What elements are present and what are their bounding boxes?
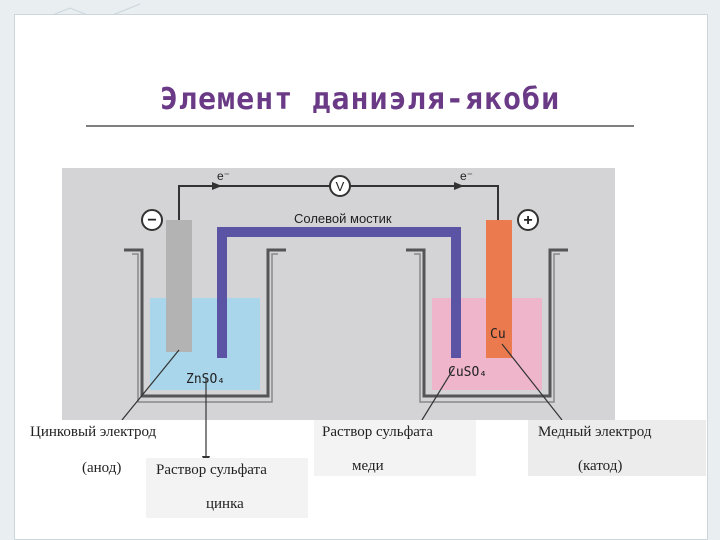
- plus-sign: +: [523, 212, 532, 229]
- zinc-electrode: [166, 220, 192, 352]
- copper-sulfate-label-box: [314, 420, 476, 476]
- cathode-label: (катод): [578, 458, 623, 474]
- copper-electrode: [486, 220, 512, 358]
- leader-copper-electrode: [501, 343, 563, 420]
- zinc-sulfate-label-line1: Раствор сульфата: [156, 462, 267, 478]
- voltmeter-label: V: [336, 179, 345, 194]
- copper-sulfate-label-line2: меди: [352, 458, 384, 474]
- minus-sign: −: [147, 212, 156, 229]
- copper-label: Cu: [490, 327, 506, 342]
- voltmeter: [329, 175, 351, 197]
- left-beaker: [124, 248, 286, 398]
- leader-copper-sulfate: [421, 367, 455, 420]
- zinc-electrode-label: Цинковый электрод: [30, 424, 157, 440]
- salt-bridge: [217, 227, 461, 358]
- zinc-sulfate-arrow: [202, 378, 210, 466]
- plus-terminal: [517, 209, 539, 231]
- salt-bridge-label: Солевой мостик: [294, 211, 392, 226]
- daniell-cell-diagram: V e⁻ e⁻ Солевой мостик − + ZnSO₄ CuSO₄ C…: [62, 168, 615, 420]
- copper-sulfate-label-line1: Раствор сульфата: [322, 424, 433, 440]
- copper-electrode-label: Медный электрод: [538, 424, 652, 440]
- right-beaker: [406, 248, 568, 398]
- zinc-sulfate-label-box: [146, 458, 308, 518]
- copper-electrode-label-box: [528, 420, 706, 476]
- minus-terminal: [141, 209, 163, 231]
- leader-zinc-electrode: [121, 349, 180, 420]
- title-underline: [86, 125, 634, 127]
- electron-label-right: e⁻: [460, 169, 473, 183]
- electron-label-left: e⁻: [217, 169, 230, 183]
- anode-label: (анод): [82, 460, 122, 476]
- zinc-sulfate-label-line2: цинка: [206, 496, 244, 512]
- copper-sulfate-formula: CuSO₄: [448, 365, 487, 380]
- slide-title: Элемент даниэля-якоби: [159, 82, 561, 117]
